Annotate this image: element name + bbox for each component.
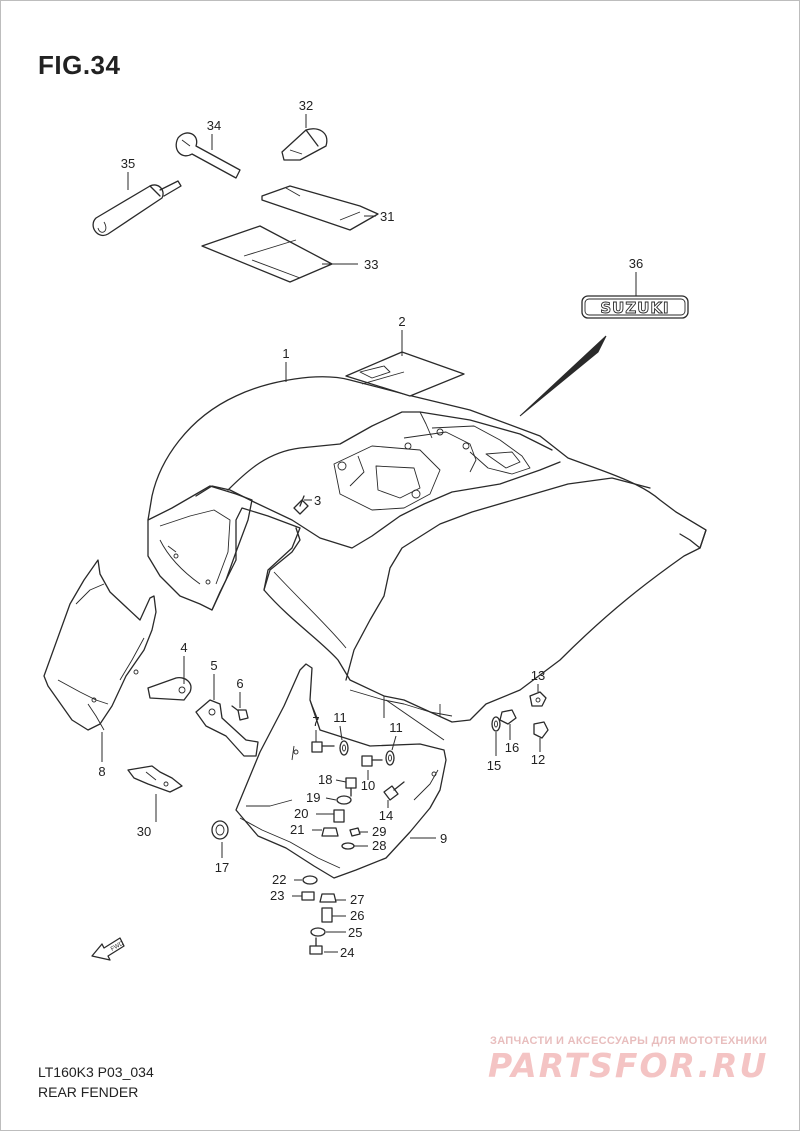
callout-16: 16 [505, 740, 519, 755]
part-10-bolt [361, 755, 383, 767]
part-3-bolt [293, 495, 309, 515]
callout-31: 31 [380, 209, 394, 224]
callout-18: 18 [318, 772, 332, 787]
part-21-nut [321, 827, 339, 837]
part-28-washer [341, 842, 355, 850]
part-35-tool [92, 180, 182, 237]
callout-4: 4 [180, 640, 187, 655]
part-29-clip [349, 827, 361, 837]
callout-15: 15 [487, 758, 501, 773]
callout-32: 32 [299, 98, 313, 113]
callout-11-right: 11 [389, 720, 403, 735]
callout-25: 25 [348, 925, 362, 940]
figure-title: FIG.34 [38, 50, 121, 80]
callout-1: 1 [282, 346, 289, 361]
callout-35: 35 [121, 156, 135, 171]
callout-12: 12 [531, 752, 545, 767]
part-11a-washer [339, 740, 349, 756]
part-6-bolt [231, 705, 249, 721]
callout-20: 20 [294, 806, 308, 821]
part-19-washer [336, 795, 352, 805]
callout-13: 13 [531, 668, 545, 683]
part-20-collar [333, 809, 345, 823]
section-name: REAR FENDER [38, 1084, 139, 1100]
part-1-rear-fender [147, 376, 707, 723]
part-34-spanner [175, 132, 241, 179]
part-14-bolt [383, 781, 405, 801]
part-25-washer [310, 927, 326, 937]
callout-7: 7 [312, 714, 319, 729]
part-12-clip [533, 721, 549, 739]
callout-9: 9 [440, 831, 447, 846]
part-22-washer [302, 875, 318, 885]
part-30-bracket [127, 765, 183, 793]
callout-8: 8 [98, 764, 105, 779]
part-18-bolt [345, 777, 357, 797]
fwd-arrow-icon: FWD [91, 937, 125, 961]
callout-34: 34 [207, 118, 221, 133]
callout-10: 10 [361, 778, 375, 793]
callout-17: 17 [215, 860, 229, 875]
part-33-manual [201, 225, 333, 283]
part-15-washer [491, 716, 501, 732]
callout-36: 36 [629, 256, 643, 271]
callout-22: 22 [272, 872, 286, 887]
part-2-pad [345, 351, 465, 397]
callout-19: 19 [306, 790, 320, 805]
callout-3: 3 [314, 493, 321, 508]
part-24-bolt [309, 937, 323, 955]
watermark-tagline: ЗАПЧАСТИ И АКСЕССУАРЫ ДЛЯ МОТОТЕХНИКИ [490, 1035, 768, 1047]
part-16-nut [499, 709, 517, 725]
callout-28: 28 [372, 838, 386, 853]
part-23-nut [301, 891, 315, 901]
callout-21: 21 [290, 822, 304, 837]
callout-23: 23 [270, 888, 284, 903]
part-7-bolt [311, 741, 335, 753]
callout-30: 30 [137, 824, 151, 839]
callout-labels: 35 34 32 31 33 36 2 1 3 4 5 6 8 30 17 7 … [98, 98, 643, 960]
part-9-mudguard [235, 663, 447, 879]
part-4-bracket [147, 676, 192, 701]
callout-2: 2 [398, 314, 405, 329]
callout-24: 24 [340, 945, 354, 960]
emblem-text: SUZUKI [600, 299, 669, 317]
part-11b-washer [385, 750, 395, 766]
part-32-clip [281, 128, 328, 161]
model-code: LT160K3 P03_034 [38, 1064, 154, 1080]
part-8-panel [43, 559, 157, 731]
callout-29: 29 [372, 824, 386, 839]
part-26-collar [321, 907, 333, 923]
callout-27: 27 [350, 892, 364, 907]
part-27-nut [319, 893, 337, 903]
part-17-grommet [211, 820, 229, 840]
part-36-emblem: SUZUKI [519, 295, 689, 417]
callout-5: 5 [210, 658, 217, 673]
watermark-brand: PARTSFOR.RU [488, 1046, 769, 1085]
part-31-tool-bag [261, 185, 379, 231]
callout-6: 6 [236, 676, 243, 691]
callout-26: 26 [350, 908, 364, 923]
part-13-nut [529, 691, 547, 707]
callout-14: 14 [379, 808, 393, 823]
callout-33: 33 [364, 257, 378, 272]
part-5-bracket [195, 699, 259, 757]
callout-11-left: 11 [333, 710, 347, 725]
leader-lines [101, 114, 637, 953]
